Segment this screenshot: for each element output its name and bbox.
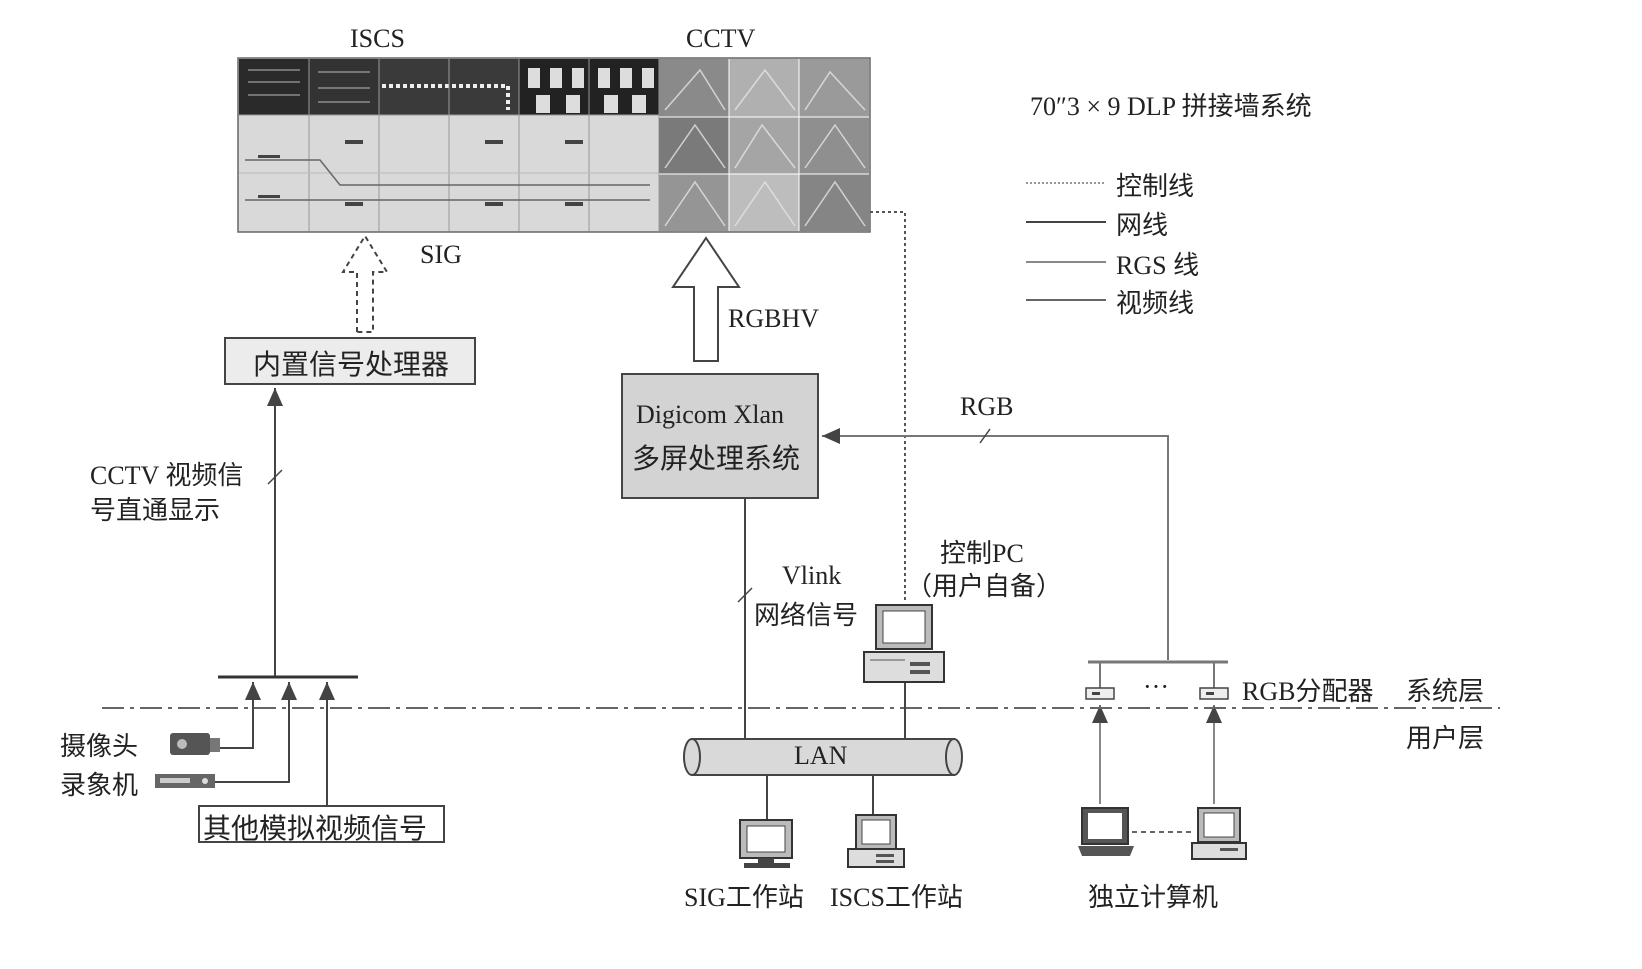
signal-processor-box-shape <box>224 337 476 385</box>
control-pc-icon <box>863 604 945 683</box>
control-pc-label-line2: （用户自备） <box>906 572 1063 601</box>
video-wall-title: 70″3 × 9 DLP 拼接墙系统 <box>1030 92 1312 121</box>
standalone-computers-label: 独立计算机 <box>1088 883 1219 912</box>
control-line <box>870 211 906 602</box>
legend-label-video: 视频线 <box>1116 289 1195 318</box>
cctv-label: CCTV <box>686 24 756 53</box>
multi-screen-label-line2: 多屏处理系统 <box>632 444 801 475</box>
legend-label-network: 网线 <box>1116 211 1169 240</box>
lan-label: LAN <box>794 741 848 770</box>
iscs-workstation-icon <box>847 814 905 868</box>
user-layer-label: 用户层 <box>1406 724 1485 753</box>
iscs-panel <box>309 59 379 115</box>
cctv-direct-label-line1: CCTV 视频信 <box>90 461 244 490</box>
cctv-tile <box>659 59 729 117</box>
rgb-label: RGB <box>960 392 1014 421</box>
cctv-tile <box>729 117 799 174</box>
cctv-tile <box>799 59 869 117</box>
sig-workstation-label: SIG工作站 <box>684 883 804 912</box>
legend-lines <box>1026 182 1106 301</box>
rgbhv-label: RGBHV <box>728 304 820 333</box>
signal-processor-label: 内置信号处理器 <box>253 350 450 381</box>
system-layer-label: 系统层 <box>1406 677 1485 706</box>
multi-screen-box-shape <box>621 373 819 499</box>
rgb-distributor-label: RGB分配器 <box>1242 677 1374 706</box>
sig-hollow-arrow <box>341 234 389 333</box>
other-analog-label: 其他模拟视频信号 <box>203 814 428 845</box>
iscs-panel <box>239 59 309 115</box>
control-pc-label-line1: 控制PC <box>940 539 1024 568</box>
iscs-label: ISCS <box>350 24 405 53</box>
vlink-label-line2: 网络信号 <box>754 601 859 630</box>
multi-screen-label-line1: Digicom Xlan <box>636 400 785 429</box>
recorder-label: 录象机 <box>60 771 139 800</box>
other-analog-box-shape <box>198 805 445 843</box>
video-wall <box>237 57 871 233</box>
legend-label-control: 控制线 <box>1116 172 1195 201</box>
cctv-tile <box>729 59 799 117</box>
laptop-icon <box>1078 807 1134 856</box>
lan-cylinder <box>683 738 963 776</box>
rgb-line <box>822 428 1169 660</box>
rgbhv-hollow-arrow <box>671 236 741 362</box>
camera-label: 摄像头 <box>60 732 139 761</box>
legend-label-rgs: RGS 线 <box>1116 251 1200 280</box>
rgb-distributor-icon <box>1085 687 1229 700</box>
ellipsis-label: ··· <box>1143 672 1169 701</box>
desktop-pc-icon <box>1191 807 1247 860</box>
cctv-direct-label-line2: 号直通显示 <box>90 496 221 525</box>
iscs-workstation-label: ISCS工作站 <box>830 883 963 912</box>
vlink-label-line1: Vlink <box>782 561 842 590</box>
sig-workstation-icon <box>739 819 793 868</box>
camera-icon <box>170 733 220 755</box>
recorder-icon <box>155 774 215 788</box>
sig-label: SIG <box>420 240 462 269</box>
